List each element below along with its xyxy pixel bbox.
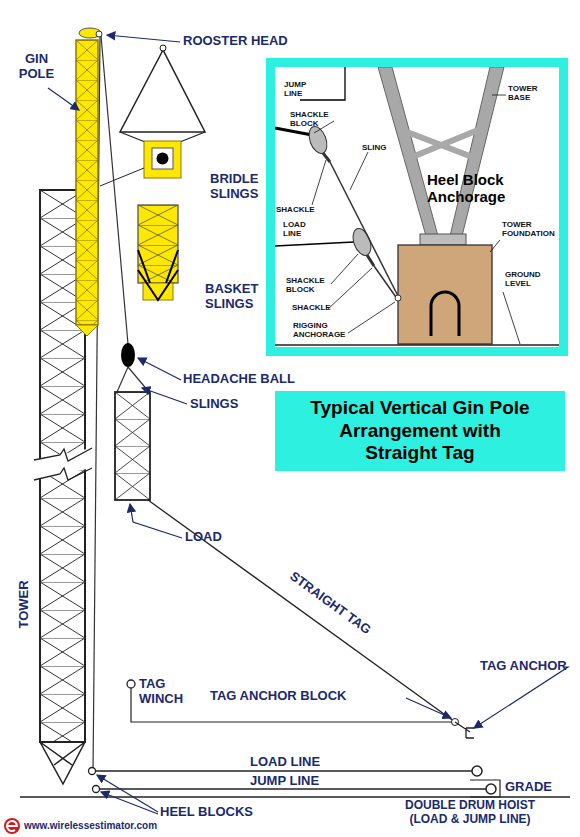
callout-label: BASKET SLINGS [205, 282, 263, 312]
heel-block [93, 786, 100, 793]
callout-label: SHACKLE BLOCK [290, 110, 334, 128]
hoist-drum [486, 784, 496, 794]
jump-line-rope [275, 128, 312, 135]
bridle-plate [152, 148, 173, 169]
gin-pole-tip [76, 325, 98, 336]
bridle-triangle [120, 50, 205, 132]
leader-line [350, 152, 368, 190]
hoist-drum [472, 766, 482, 776]
callout-label: TOWER BASE [508, 84, 542, 102]
gin-pole [76, 40, 98, 325]
sling [374, 266, 398, 300]
shackle [367, 255, 374, 266]
ground-line [275, 344, 559, 345]
tower-foundation [398, 245, 492, 344]
leader-line [348, 302, 395, 333]
leader-line [312, 160, 326, 205]
callout-label: SLINGS [190, 397, 238, 412]
callout-label: TOWER [17, 574, 32, 634]
leader-arrow [474, 667, 568, 728]
tower-taper [40, 742, 85, 784]
tag-winch [127, 680, 135, 688]
bridle-pin [157, 153, 169, 165]
leader-line [100, 168, 144, 186]
callout-label: JUMP LINE [284, 80, 310, 98]
callout-label: ROOSTER HEAD [183, 34, 288, 49]
tower-break-gap [34, 448, 92, 480]
headache-ball [121, 343, 135, 367]
inset-title: Heel Block Anchorage [427, 171, 512, 206]
leader-arrow [101, 792, 158, 814]
callout-label: RIGGING ANCHORAGE [293, 321, 349, 339]
callout-label: SHACKLE [292, 303, 331, 312]
callout-label: GROUND LEVEL [505, 270, 545, 288]
leader-line [503, 292, 520, 344]
load-lattice [115, 392, 150, 500]
callout-label: SLING [362, 143, 386, 152]
callout-label: STRAIGHT TAG [285, 568, 375, 639]
title-box: Typical Vertical Gin Pole Arrangement wi… [275, 391, 565, 471]
leader-line [328, 268, 372, 309]
leader-arrow [406, 698, 451, 718]
basket-sling [138, 250, 178, 300]
tower-break-mark [34, 448, 92, 480]
shackle [323, 153, 330, 162]
tag-anchor [455, 722, 474, 738]
hoist-frame [470, 780, 500, 797]
callout-label: TAG ANCHOR [480, 659, 567, 674]
callout-label: TOWER FOUNDATION [502, 220, 558, 238]
callout-label: SHACKLE BLOCK [286, 276, 330, 294]
load-line-rope [101, 36, 128, 344]
leader-arrow [130, 504, 182, 538]
callout-label: TAG WINCH [139, 677, 189, 707]
inset-background [266, 58, 568, 356]
callout-label: SHACKLE [276, 205, 315, 214]
anchor-bolt [431, 292, 459, 336]
load-line-rope [275, 242, 354, 246]
title-text: Typical Vertical Gin Pole Arrangement wi… [305, 397, 535, 465]
straight-tag-line [148, 500, 455, 722]
callout-label: JUMP LINE [250, 774, 319, 789]
rigging-anchorage [395, 295, 401, 301]
shackle-block [306, 124, 331, 156]
callout-label: TAG ANCHOR BLOCK [210, 689, 347, 704]
grade-line [20, 796, 570, 798]
leader-arrow [107, 35, 180, 42]
load-line-rope [96, 770, 472, 771]
callout-label: BRIDLE SLINGS [210, 172, 265, 202]
rooster-head [79, 28, 101, 38]
logo-mark [4, 818, 20, 834]
jump-line-rope [98, 788, 486, 789]
leader-arrow [48, 88, 79, 110]
leader-line [492, 95, 506, 96]
logo-mark [7, 821, 17, 831]
heel-block [89, 768, 96, 775]
callout-label: HEADACHE BALL [183, 372, 295, 387]
callout-label: LOAD LINE [283, 220, 309, 238]
bridle-ring [160, 45, 166, 51]
tower-brace [405, 130, 478, 160]
callout-label: GRADE [505, 780, 552, 795]
leader-arrow [138, 358, 181, 380]
callout-label: HEEL BLOCKS [160, 805, 253, 820]
leader-arrow [142, 388, 187, 404]
jump-line-rope [300, 67, 345, 100]
base-plate [420, 234, 466, 245]
watermark-url: www.wirelessestimator.com [24, 820, 157, 832]
tower-brace [402, 130, 480, 160]
bridle-block [144, 141, 181, 178]
callout-label: LOAD LINE [250, 755, 320, 770]
callout-label: DOUBLE DRUM HOIST (LOAD & JUMP LINE) [395, 799, 545, 827]
leader-line [331, 254, 358, 284]
callout-label: GIN POLE [14, 52, 59, 82]
leader-line [490, 240, 500, 252]
basket-lattice [138, 205, 178, 283]
callout-label: LOAD [185, 530, 222, 545]
